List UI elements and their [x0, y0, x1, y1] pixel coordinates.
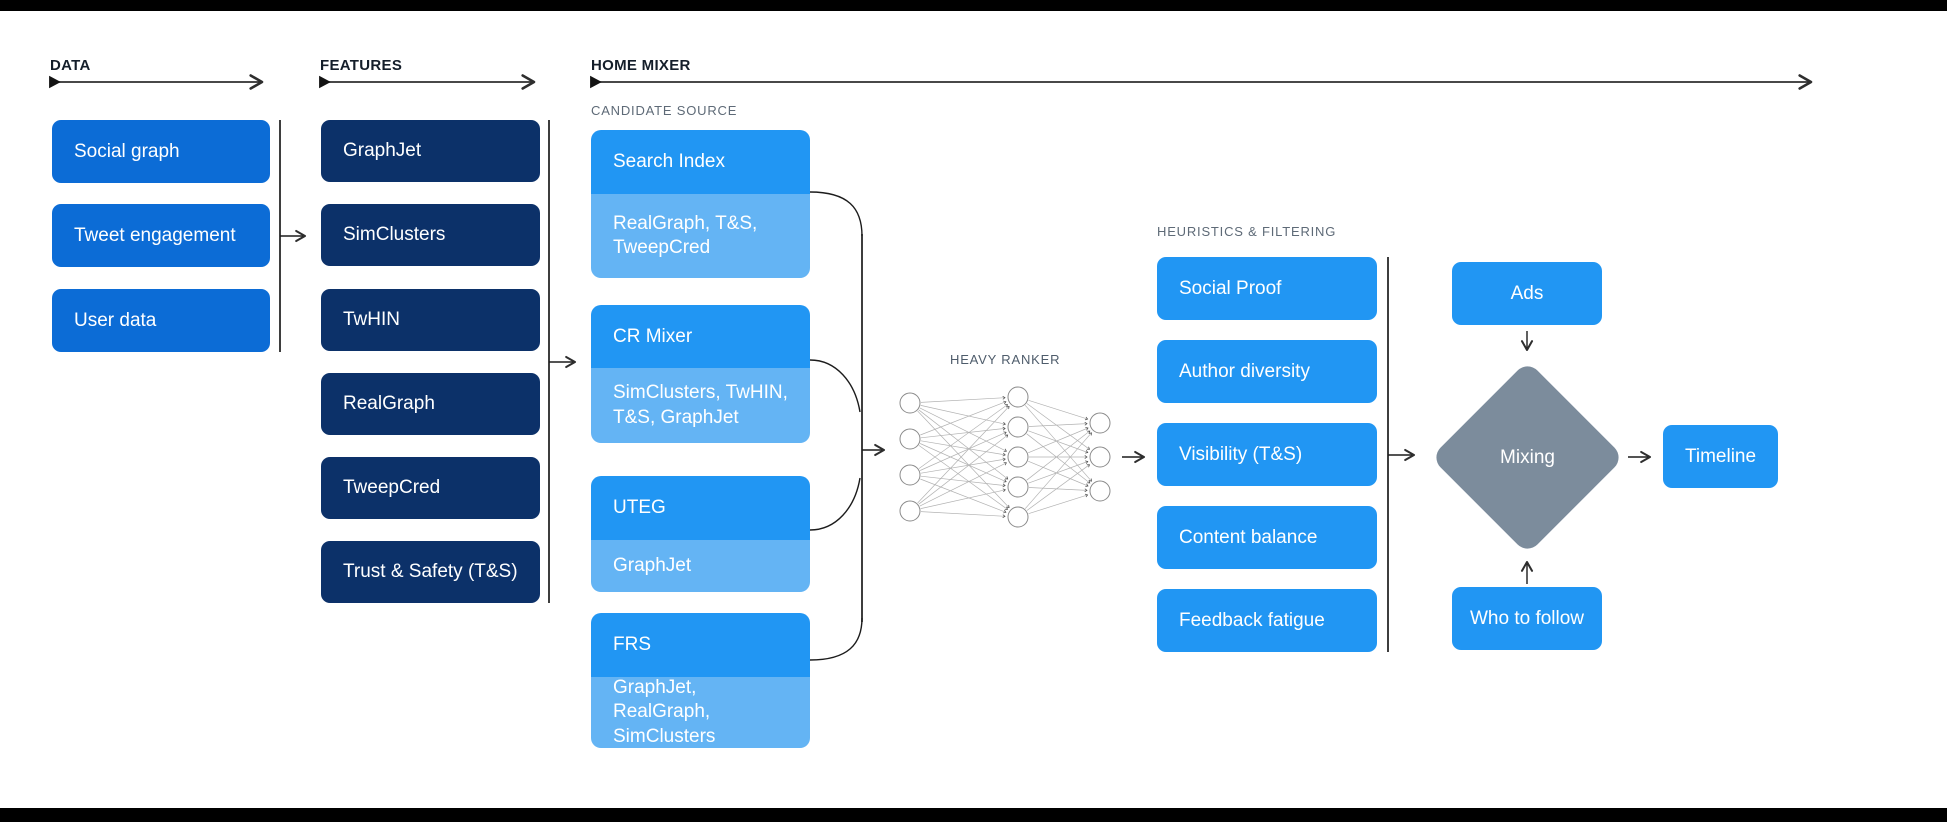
- heavy-ranker-network: [899, 386, 1111, 528]
- heuristic-box-social-proof: Social Proof: [1157, 257, 1377, 320]
- candidate-title: UTEG: [591, 476, 810, 540]
- mixing-label: Mixing: [1500, 446, 1555, 468]
- heuristic-box-content-balance: Content balance: [1157, 506, 1377, 569]
- top-letterbox-bar: [0, 0, 1947, 11]
- feature-box-simclusters: SimClusters: [321, 204, 540, 266]
- heuristic-box-author-diversity: Author diversity: [1157, 340, 1377, 403]
- ads-box: Ads: [1452, 262, 1602, 325]
- heavy-ranker-label: HEAVY RANKER: [950, 352, 1061, 367]
- candidate-group-frs: FRS GraphJet, RealGraph, SimClusters: [591, 613, 810, 748]
- candidate-group-uteg: UTEG GraphJet: [591, 476, 810, 592]
- data-section-label: DATA: [50, 57, 91, 74]
- heuristics-filtering-label: HEURISTICS & FILTERING: [1157, 224, 1337, 239]
- candidate-group-search-index: Search Index RealGraph, T&S, TweepCred: [591, 130, 810, 278]
- who-to-follow-box: Who to follow: [1452, 587, 1602, 650]
- candidate-title: CR Mixer: [591, 305, 810, 368]
- heuristic-box-visibility: Visibility (T&S): [1157, 423, 1377, 486]
- data-box-tweet-engagement: Tweet engagement: [52, 204, 270, 267]
- candidate-source-label: CANDIDATE SOURCE: [591, 103, 738, 118]
- timeline-box: Timeline: [1663, 425, 1778, 488]
- candidate-group-cr-mixer: CR Mixer SimClusters, TwHIN, T&S, GraphJ…: [591, 305, 810, 443]
- mixing-diamond: Mixing: [1430, 360, 1625, 555]
- candidate-sub: SimClusters, TwHIN, T&S, GraphJet: [591, 368, 810, 443]
- candidate-title: Search Index: [591, 130, 810, 194]
- candidate-sub: RealGraph, T&S, TweepCred: [591, 194, 810, 278]
- data-box-user-data: User data: [52, 289, 270, 352]
- feature-box-trust-safety: Trust & Safety (T&S): [321, 541, 540, 603]
- candidate-sub: GraphJet: [591, 540, 810, 592]
- feature-box-graphjet: GraphJet: [321, 120, 540, 182]
- candidate-title: FRS: [591, 613, 810, 677]
- feature-box-realgraph: RealGraph: [321, 373, 540, 435]
- heuristic-box-feedback-fatigue: Feedback fatigue: [1157, 589, 1377, 652]
- feature-box-twhin: TwHIN: [321, 289, 540, 351]
- features-section-label: FEATURES: [320, 57, 403, 74]
- home-mixer-section-label: HOME MIXER: [591, 57, 691, 74]
- bottom-letterbox-bar: [0, 808, 1947, 822]
- candidates-collector: [809, 191, 886, 661]
- feature-box-tweepcred: TweepCred: [321, 457, 540, 519]
- candidate-sub: GraphJet, RealGraph, SimClusters: [591, 677, 810, 748]
- data-box-social-graph: Social graph: [52, 120, 270, 183]
